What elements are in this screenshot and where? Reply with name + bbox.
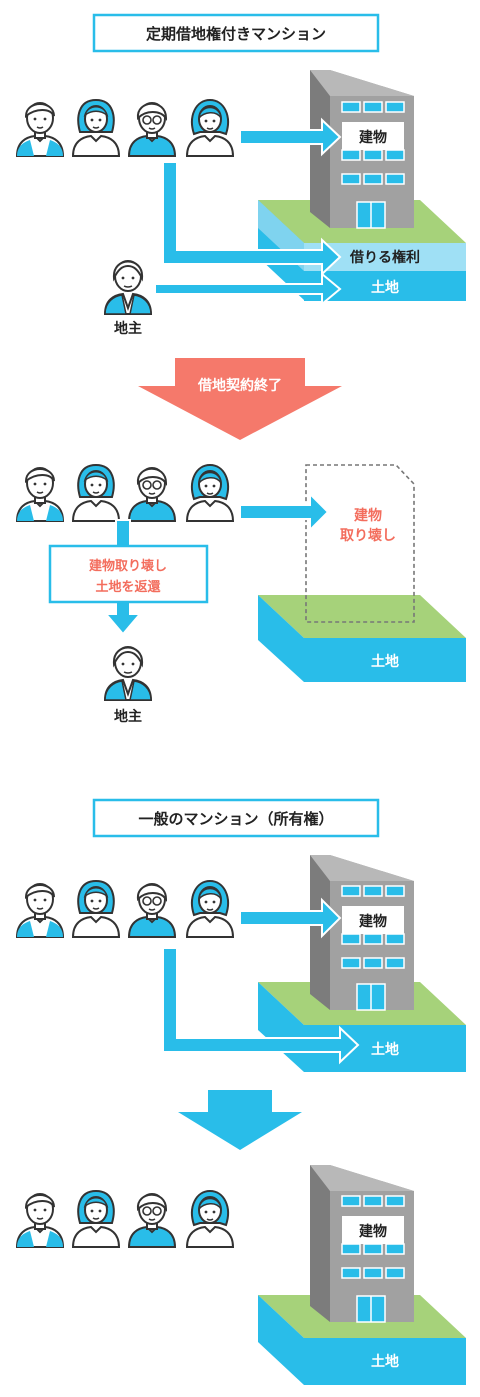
section3-people (16, 880, 234, 938)
person-icon (72, 464, 120, 522)
building-label: 建物 (359, 1223, 387, 1240)
section4-building: 建物 (310, 1165, 414, 1323)
landowner-label: 地主 (114, 320, 142, 337)
contract-end-label: 借地契約終了 (197, 377, 282, 394)
return-box-line2: 土地を返還 (95, 579, 161, 595)
person-icon (16, 102, 64, 157)
landowner-icon (104, 260, 152, 315)
down-arrow (178, 1090, 302, 1150)
building-label: 建物 (359, 129, 387, 146)
land-label: 土地 (371, 653, 399, 670)
person-icon (128, 102, 176, 157)
section1-title-box: 定期借地権付きマンション (92, 13, 380, 53)
person-icon (16, 467, 64, 522)
person-icon (72, 1190, 120, 1248)
person-icon (186, 464, 234, 522)
section4-people (16, 1190, 234, 1248)
section2-land: 土地 (258, 595, 466, 682)
person-icon (186, 99, 234, 157)
person-icon (186, 880, 234, 938)
section3-title: 一般のマンション（所有権） (138, 810, 333, 828)
contract-end-arrow: 借地契約終了 (138, 358, 342, 440)
section3-arrows (162, 897, 360, 1065)
person-icon (186, 1190, 234, 1248)
person-icon (128, 467, 176, 522)
person-icon (128, 883, 176, 938)
landowner-icon (104, 646, 152, 701)
landowner-label: 地主 (114, 708, 142, 725)
land-label: 土地 (371, 279, 399, 296)
section1-title: 定期借地権付きマンション (146, 25, 326, 43)
section1-people (16, 99, 234, 157)
section3-building: 建物 (310, 855, 414, 1011)
section2-people (16, 464, 234, 522)
land-label: 土地 (371, 1353, 399, 1370)
demolished-building-label-2: 取り壊し (340, 527, 396, 544)
section3-title-box: 一般のマンション（所有権） (92, 798, 380, 838)
building-label: 建物 (359, 913, 387, 930)
person-icon (72, 99, 120, 157)
person-icon (128, 1193, 176, 1248)
section1-arrows (154, 117, 342, 307)
return-box-line1: 建物取り壊し (89, 558, 167, 574)
person-icon (16, 883, 64, 938)
demolished-building-label-1: 建物 (354, 507, 382, 524)
right-to-borrow-label: 借りる権利 (349, 249, 420, 266)
return-land-box: 建物取り壊し 土地を返還 (48, 544, 209, 604)
demolished-building-outline: 建物 取り壊し (305, 464, 415, 623)
person-icon (16, 1193, 64, 1248)
land-label: 土地 (371, 1041, 399, 1058)
person-icon (72, 880, 120, 938)
section1-building: 建物 (310, 70, 414, 229)
